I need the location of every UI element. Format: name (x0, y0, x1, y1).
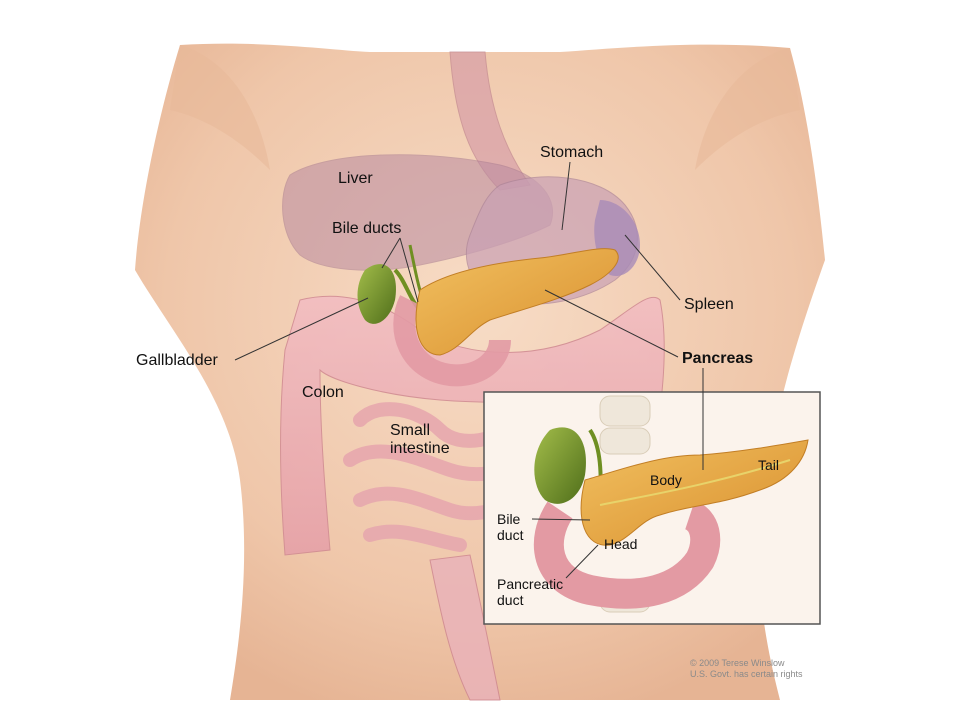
label-pancreas: Pancreas (682, 350, 754, 367)
credit-line2: U.S. Govt. has certain rights (690, 669, 803, 679)
gallbladder (357, 264, 396, 324)
label-stomach: Stomach (540, 144, 604, 161)
label-small-intestine-line1: Small (390, 422, 431, 439)
inset-label-pancreatic-duct-line2: duct (497, 592, 524, 608)
label-bile-ducts: Bile ducts (332, 220, 402, 237)
label-small-intestine-line2: intestine (390, 440, 450, 457)
inset-label-head: Head (604, 536, 638, 552)
inset-label-bile-duct-line1: Bile (497, 511, 521, 527)
label-liver: Liver (338, 170, 373, 187)
label-colon: Colon (302, 384, 344, 401)
label-spleen: Spleen (684, 296, 734, 313)
pancreas (415, 248, 619, 356)
label-gallbladder: Gallbladder (136, 352, 218, 369)
credit-line1: © 2009 Terese Winslow (690, 658, 785, 668)
inset-label-pancreatic-duct-line1: Pancreatic (497, 576, 564, 592)
inset-label-bile-duct-line2: duct (497, 527, 524, 543)
inset-label-tail: Tail (758, 457, 780, 473)
inset-label-body: Body (650, 472, 682, 488)
